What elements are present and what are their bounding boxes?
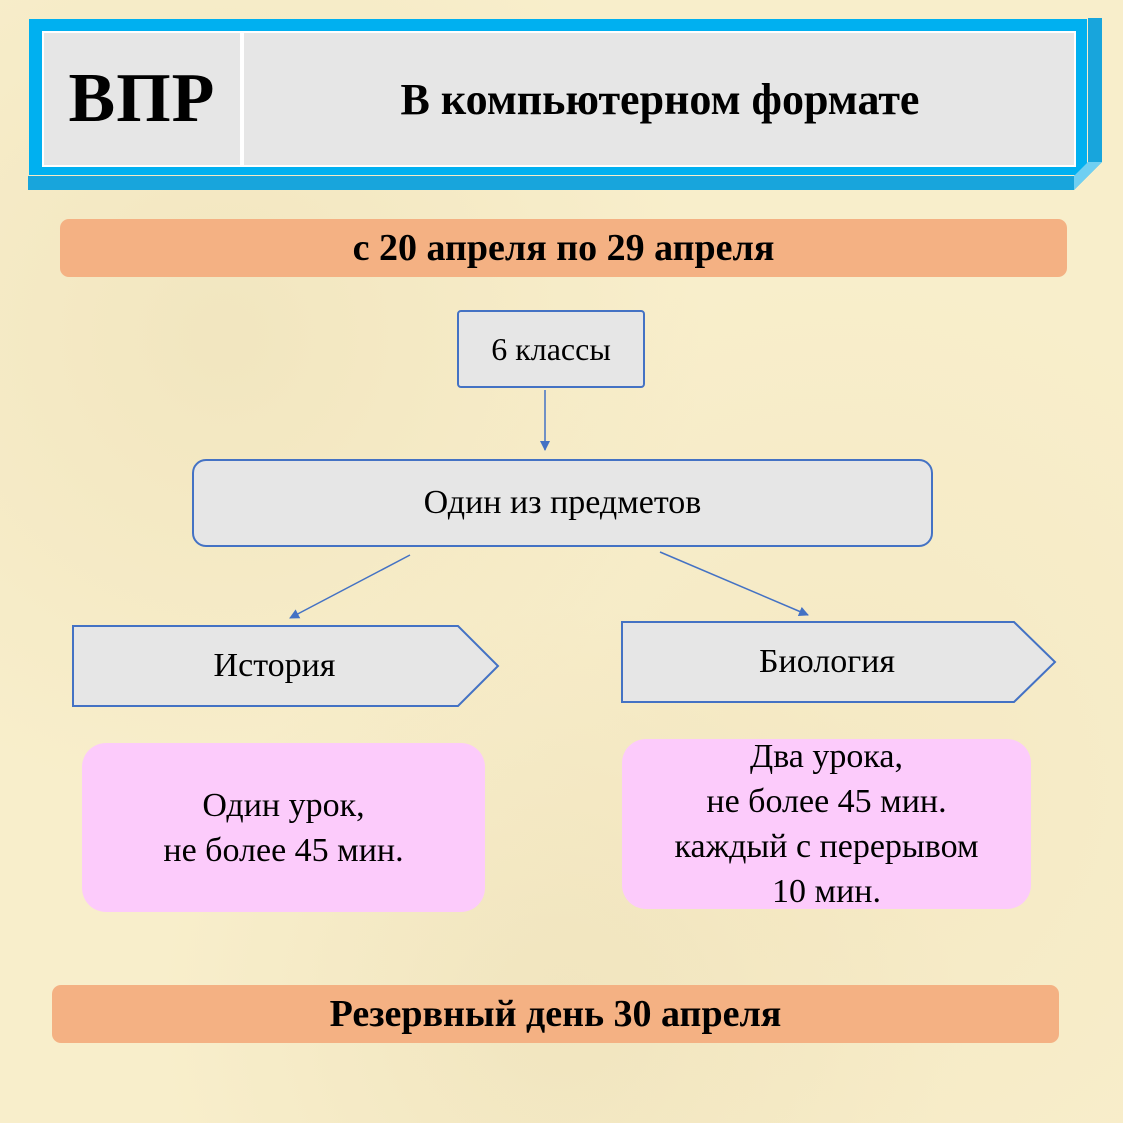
biology-details-box: Два урока, не более 45 мин. каждый с пер… — [622, 738, 1031, 910]
biology-pentagon — [621, 621, 1057, 703]
header-divider — [240, 31, 244, 167]
history-pentagon — [72, 625, 500, 707]
biology-detail-line: каждый с перерывом — [674, 828, 979, 865]
biology-detail-line: не более 45 мин. — [706, 783, 947, 820]
biology-detail-line: Два урока, — [750, 738, 903, 775]
subject-biology-label: Биология — [758, 643, 896, 680]
dates-band: с 20 апреля по 29 апреля — [60, 219, 1067, 277]
biology-detail-line: 10 мин. — [772, 873, 881, 910]
arrow-choice-to-biology — [659, 551, 809, 617]
subject-history-label: История — [213, 647, 336, 684]
header-abbreviation: ВПР — [68, 60, 216, 137]
arrow-choice-to-history — [289, 554, 411, 619]
history-details-box: Один урок, не более 45 мин. — [82, 743, 485, 912]
header-title: В компьютерном формате — [400, 74, 920, 124]
subject-choice-box: Один из предметов — [192, 459, 933, 547]
history-detail-line: Один урок, — [202, 786, 365, 824]
header-panel — [42, 31, 1076, 167]
grade-box: 6 классы — [457, 310, 645, 388]
reserve-day-band: Резервный день 30 апреля — [52, 985, 1059, 1043]
history-detail-line: не более 45 мин. — [163, 831, 404, 869]
